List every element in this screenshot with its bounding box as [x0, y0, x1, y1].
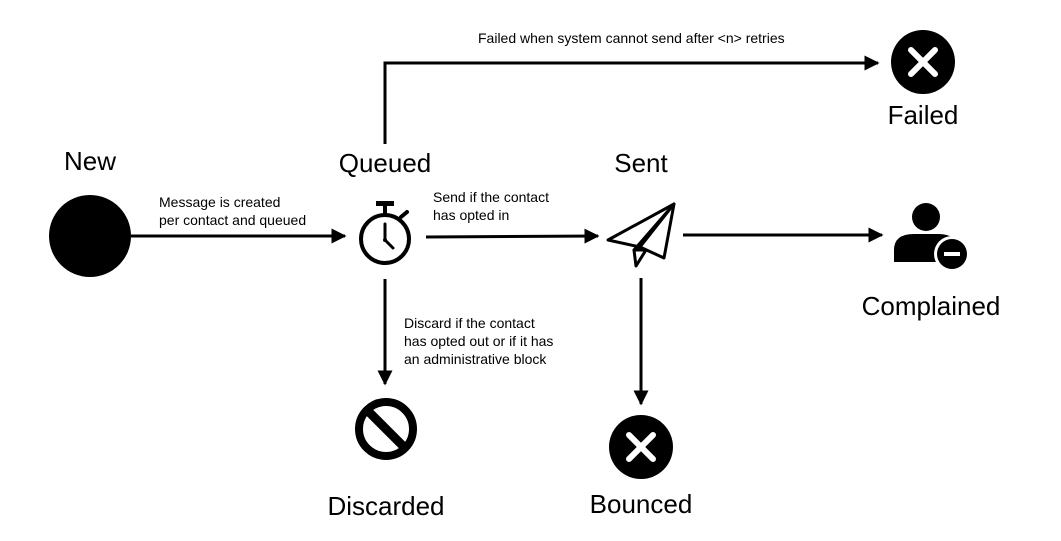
state-label-queued: Queued — [339, 148, 432, 178]
edge-label-line: Send if the contact — [433, 189, 549, 205]
edge-label-line: Message is created — [159, 194, 280, 210]
state-label-failed: Failed — [888, 100, 959, 130]
state-label-complained: Complained — [862, 291, 1001, 321]
state-queued: Queued — [339, 148, 432, 265]
state-new: New — [49, 146, 131, 277]
paper-plane-icon — [606, 202, 676, 268]
edge-queued-to-failed — [383, 55, 880, 144]
x-circle-icon — [609, 415, 673, 479]
prohibited-icon — [355, 398, 417, 460]
state-label-sent: Sent — [614, 148, 668, 178]
x-circle-icon — [891, 30, 955, 94]
edge-label-new-to-queued: Message is created per contact and queue… — [159, 194, 306, 228]
edge-label-queued-to-failed: Failed when system cannot send after <n>… — [478, 30, 785, 46]
filled-circle-icon — [49, 195, 131, 277]
edge-label-queued-to-discarded: Discard if the contact has opted out or … — [404, 315, 557, 367]
edge-label-line: has opted in — [433, 207, 509, 223]
user-minus-icon — [894, 203, 970, 272]
edge-label-queued-to-sent: Send if the contact has opted in — [433, 189, 553, 223]
state-bounced: Bounced — [590, 415, 693, 519]
state-sent: Sent — [606, 148, 676, 268]
edge-queued-to-sent — [425, 228, 600, 244]
edge-label-line: has opted out or if it has — [404, 333, 553, 349]
stopwatch-icon — [359, 201, 411, 265]
edge-label-line: Discard if the contact — [404, 315, 535, 331]
state-label-bounced: Bounced — [590, 489, 693, 519]
edge-label-line: an administrative block — [404, 351, 547, 367]
state-label-new: New — [64, 146, 116, 176]
edge-label-line: Failed when system cannot send after <n>… — [478, 30, 785, 46]
edge-label-line: per contact and queued — [159, 212, 306, 228]
state-failed: Failed — [888, 30, 959, 130]
state-discarded: Discarded — [327, 398, 445, 521]
state-label-discarded: Discarded — [327, 491, 444, 521]
state-complained: Complained — [862, 203, 1001, 321]
